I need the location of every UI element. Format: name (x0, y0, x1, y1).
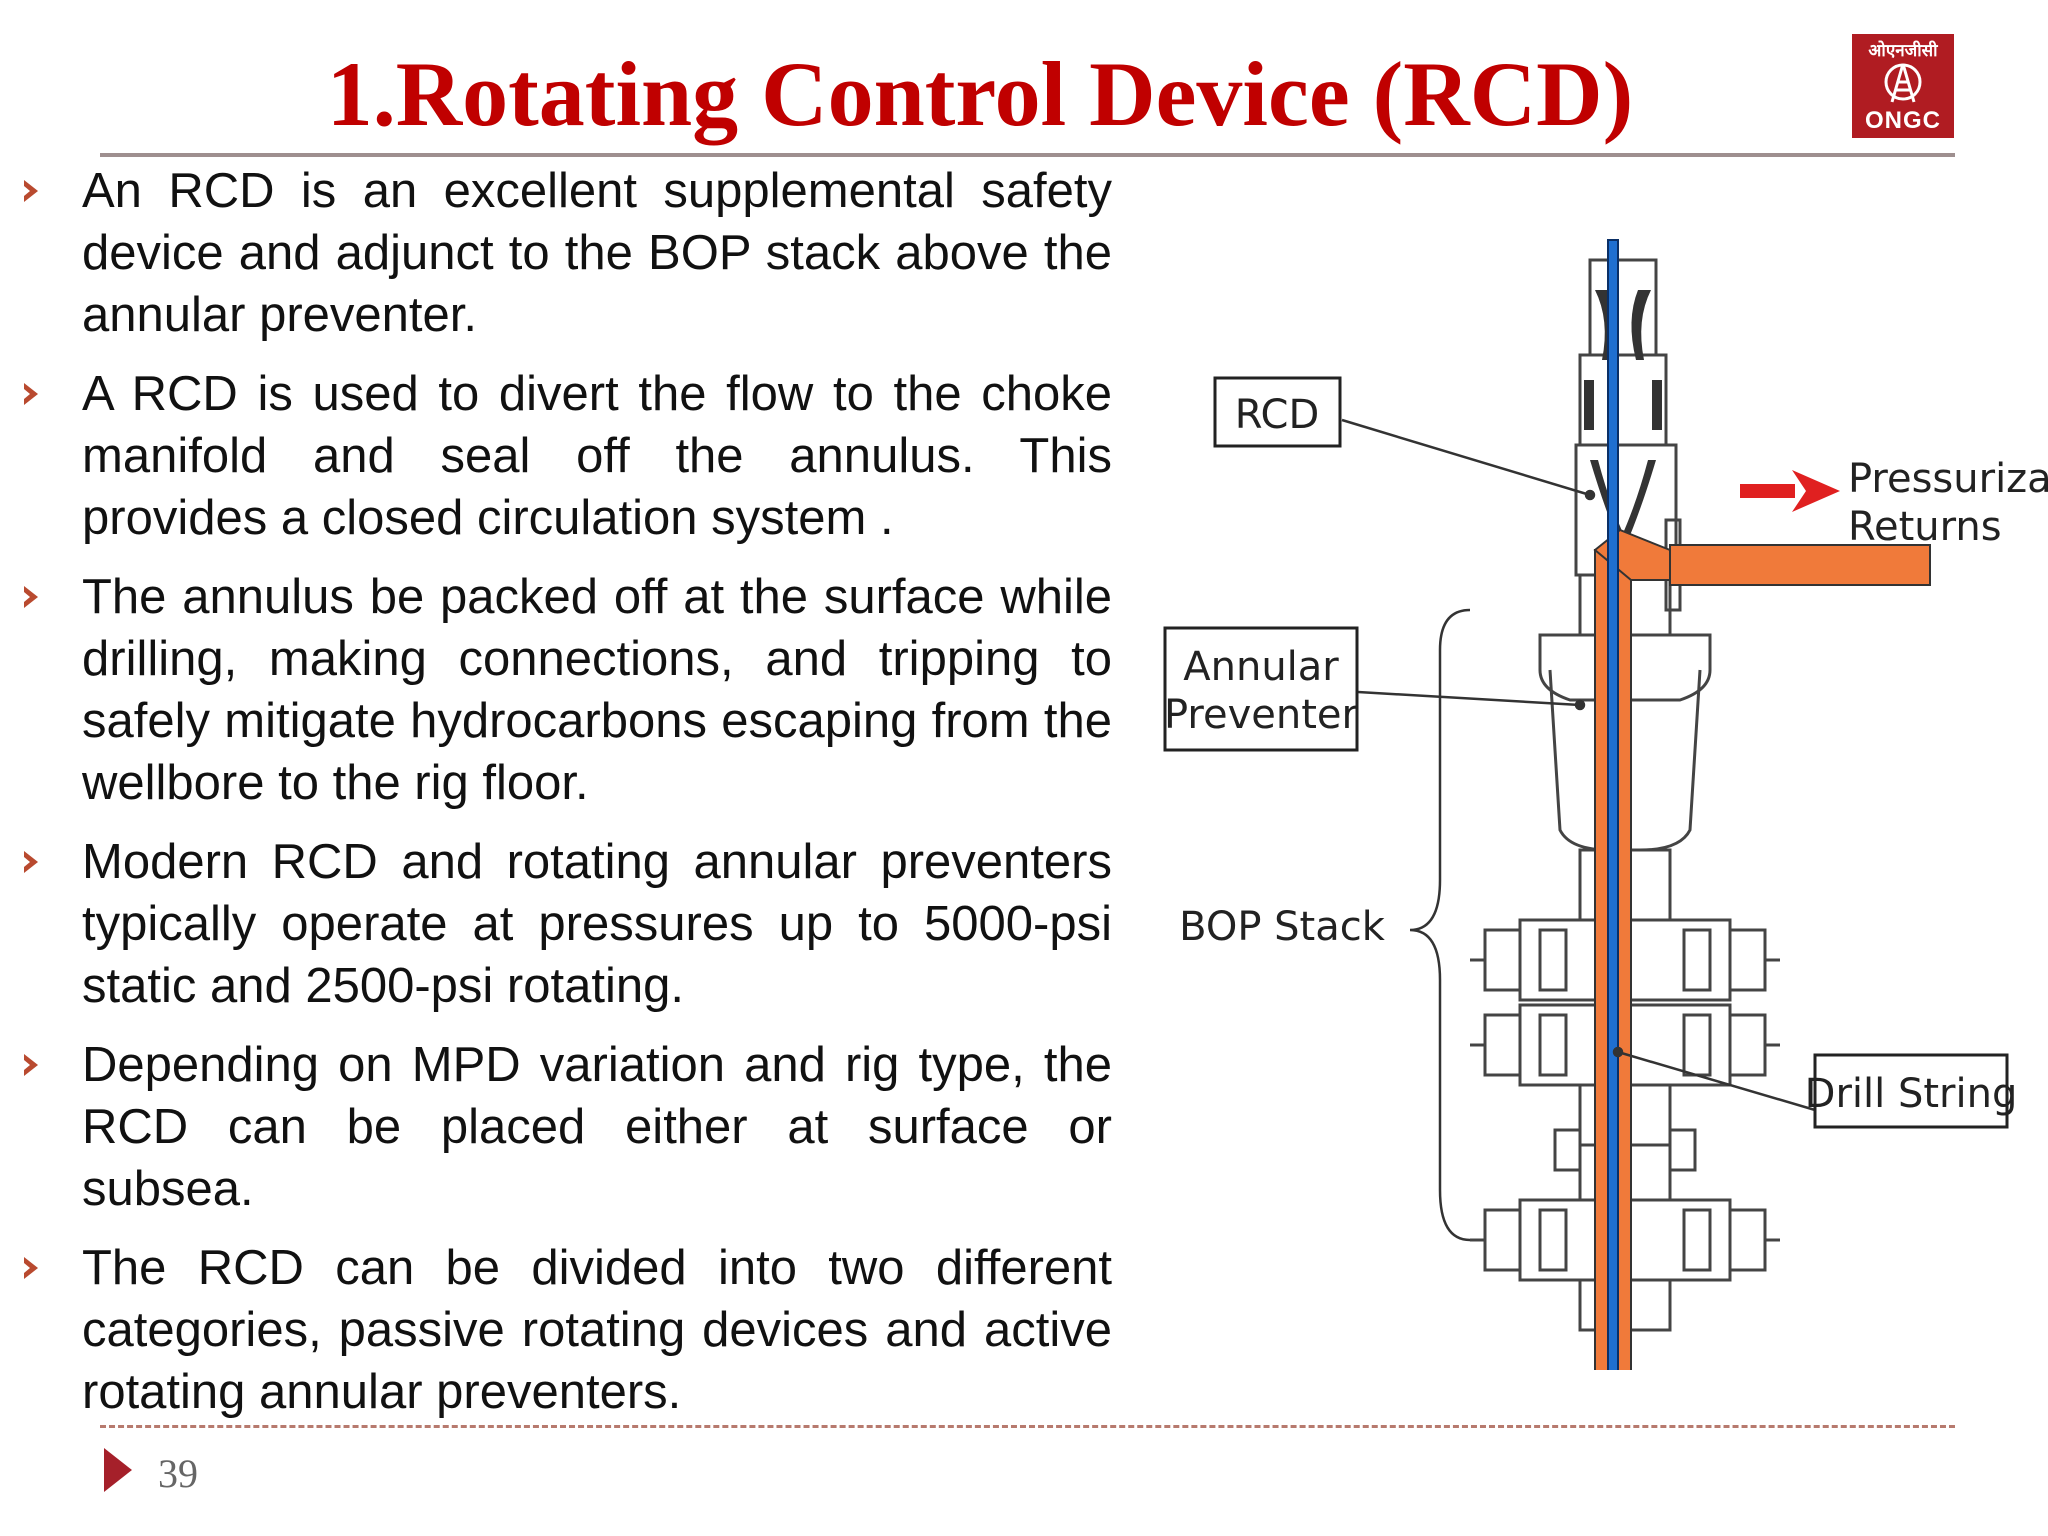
drill-string-label: Drill String (1805, 1071, 2018, 1117)
bop-stack-label: BOP Stack (1179, 904, 1386, 950)
rcd-label: RCD (1235, 392, 1320, 438)
bullet-arrow-icon (24, 586, 38, 608)
bullet-text: Depending on MPD variation and rig type,… (82, 1038, 1112, 1216)
bullet-arrow-icon (24, 851, 38, 873)
bullet-list: An RCD is an excellent supplemental safe… (22, 160, 1112, 1440)
bullet-item: Modern RCD and rotating annular prevente… (22, 831, 1112, 1017)
bullet-item: The RCD can be divided into two differen… (22, 1237, 1112, 1423)
leader-lines (1341, 418, 1816, 1242)
slide-title: 1.Rotating Control Device (RCD) (326, 43, 1634, 145)
drill-string-label-box (1813, 1053, 2009, 1129)
bullet-text: An RCD is an excellent supplemental safe… (82, 164, 1112, 342)
bullet-item: An RCD is an excellent supplemental safe… (22, 160, 1112, 346)
bullet-item: The annulus be packed off at the surface… (22, 566, 1112, 814)
bullet-item: Depending on MPD variation and rig type,… (22, 1034, 1112, 1220)
annular-preventer-label-line2: Preventer (1164, 692, 1359, 738)
drill-string (1607, 239, 1619, 1370)
bullet-item: A RCD is used to divert the flow to the … (22, 363, 1112, 549)
rcd-bearing (1584, 290, 1662, 545)
annular-preventer-label-box (1163, 626, 1359, 752)
logo-hindi-text: ओएनजीसी (1868, 41, 1938, 61)
bullet-arrow-icon (24, 383, 38, 405)
bullet-text: The RCD can be divided into two differen… (82, 1241, 1112, 1419)
bullet-text: Modern RCD and rotating annular prevente… (82, 835, 1112, 1013)
annular-preventer-label-line1: Annular (1183, 644, 1339, 690)
bullet-arrow-icon (24, 180, 38, 202)
logo-brand-text: ONGC (1865, 107, 1941, 134)
annulus-fluid (1593, 528, 1931, 1370)
bullet-text: The annulus be packed off at the surface… (82, 570, 1112, 810)
title-divider (100, 153, 1955, 157)
pressurizable-returns-label-line1: Pressurizable (1848, 456, 2048, 502)
footer-divider (100, 1425, 1955, 1428)
rcd-bop-diagram: RCD Annular Preventer BOP Stack Pressuri… (1163, 239, 2048, 1370)
derrick-icon (1884, 63, 1922, 103)
rcd-label-box (1213, 376, 1342, 448)
bullet-text: A RCD is used to divert the flow to the … (82, 367, 1112, 545)
footer-arrow-icon (104, 1448, 132, 1492)
returns-arrow-icon (1740, 470, 1840, 512)
pressurizable-returns-label-line2: Returns (1848, 504, 2002, 550)
bullet-arrow-icon (24, 1054, 38, 1076)
bullet-arrow-icon (24, 1257, 38, 1279)
page-number: 39 (158, 1451, 198, 1496)
ongc-logo: ओएनजीसी ONGC (1852, 34, 1954, 138)
